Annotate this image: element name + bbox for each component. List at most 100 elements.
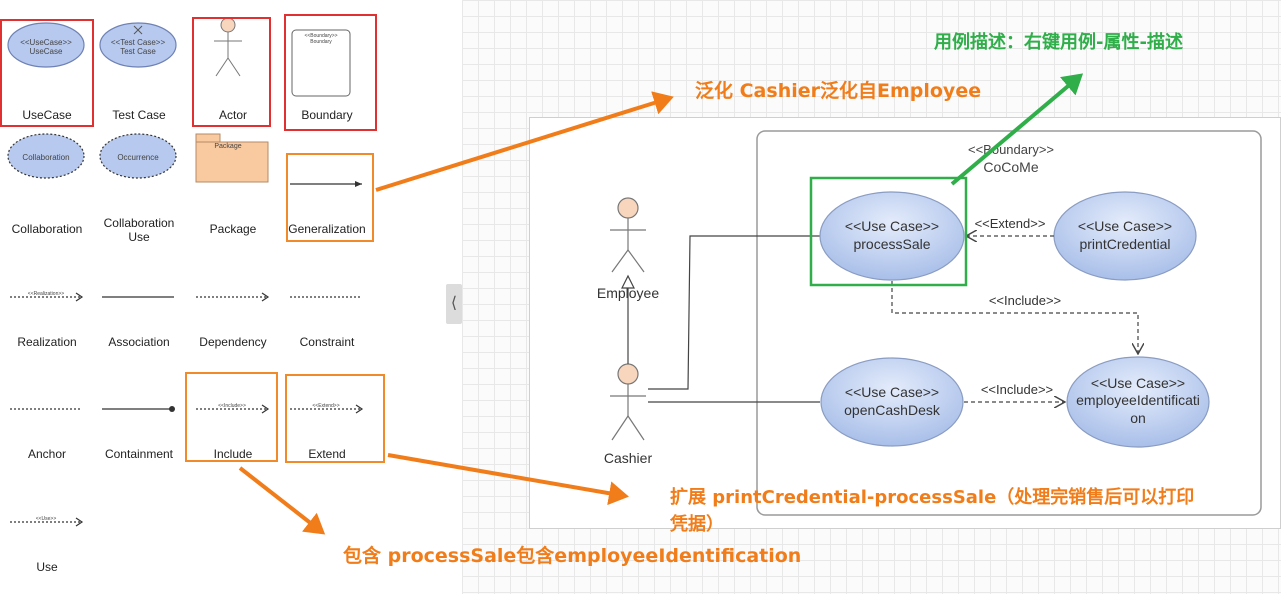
- svg-text:Boundary: Boundary: [310, 39, 332, 45]
- annotation-generalization: 泛化 Cashier泛化自Employee: [695, 80, 982, 102]
- usecase-printcredential-stereotype: <<Use Case>>: [1078, 218, 1172, 234]
- svg-text:Test Case: Test Case: [120, 47, 156, 56]
- usecase-employeeidentification-name-1: employeeIdentificati: [1076, 392, 1200, 408]
- arrow-description: [950, 73, 1084, 186]
- svg-text:Package: Package: [214, 143, 241, 150]
- palette-item-constraint[interactable]: Constraint: [280, 245, 374, 357]
- package-icon: Package: [195, 133, 269, 183]
- extend-relation-label: <<Extend>>: [975, 216, 1046, 231]
- svg-text:<<Boundary>>: <<Boundary>>: [304, 33, 337, 39]
- usecase-employeeidentification-stereotype: <<Use Case>>: [1091, 375, 1185, 391]
- palette-item-label: Association: [108, 335, 170, 349]
- annotation-description: 用例描述：右键用例-属性-描述: [934, 32, 1183, 53]
- arrow-extend: [387, 453, 629, 506]
- palette-item-realization[interactable]: <<Realization>> Realization: [0, 245, 94, 357]
- collaboration-icon: Collaboration: [7, 133, 85, 179]
- svg-text:Collaboration: Collaboration: [22, 153, 69, 162]
- collapse-panel-button[interactable]: ⟨: [446, 284, 462, 324]
- usecase-employeeidentification-name-2: on: [1130, 410, 1146, 426]
- palette-item-label: Use: [36, 560, 58, 574]
- palette-item-dependency[interactable]: Dependency: [186, 245, 280, 357]
- annotation-include: 包含 processSale包含employeeIdentification: [343, 545, 802, 567]
- palette-item-label: Collaboration Use: [103, 216, 175, 244]
- usecase-printcredential-name: printCredential: [1079, 236, 1170, 252]
- generalization-icon: [290, 181, 362, 187]
- palette-item-actor[interactable]: Actor: [186, 18, 280, 130]
- usecase-employeeidentification[interactable]: <<Use Case>> employeeIdentificati on: [1066, 356, 1210, 448]
- palette-item-anchor[interactable]: Anchor: [0, 357, 94, 469]
- constraint-icon: [290, 296, 362, 298]
- boundary-box[interactable]: [756, 130, 1262, 516]
- usecase-opencashdesk[interactable]: <<Use Case>> openCashDesk: [820, 357, 964, 447]
- boundary-stereotype: <<Boundary>>: [968, 142, 1054, 157]
- testcase-icon: <<Test Case>>Test Case: [99, 22, 177, 68]
- usecase-diagram-panel[interactable]: [529, 117, 1281, 529]
- highlight-boundary: [284, 14, 377, 131]
- include-relation-top-label: <<Include>>: [989, 293, 1061, 308]
- generalization-arrowhead: [621, 274, 635, 289]
- occurrence-icon: Occurrence: [99, 133, 177, 179]
- svg-text:<<Realization>>: <<Realization>>: [28, 291, 64, 297]
- svg-text:<<Test Case>>: <<Test Case>>: [111, 38, 166, 47]
- palette-item-association[interactable]: Association: [92, 245, 186, 357]
- annotation-extend-line1: 扩展 printCredential-processSale（处理完销售后可以打…: [670, 487, 1195, 508]
- palette-item-label: Anchor: [27, 447, 67, 461]
- palette-item-label: Include: [213, 447, 253, 461]
- svg-text:<<Extend>>: <<Extend>>: [312, 403, 339, 409]
- palette-item-label: UseCase: [22, 108, 72, 122]
- include-relation-bottom-label: <<Include>>: [981, 382, 1053, 397]
- palette-item-label: Generalization: [288, 222, 366, 236]
- usecase-processsale-name: processSale: [853, 236, 930, 252]
- usecase-opencashdesk-stereotype: <<Use Case>>: [845, 384, 939, 400]
- highlight-processsale: [809, 176, 968, 287]
- arrow-generalization: [375, 91, 674, 192]
- highlight-include: [185, 372, 278, 462]
- use-icon: <<Use>>: [10, 516, 84, 527]
- palette-item-label: Test Case: [112, 108, 166, 122]
- palette-item-label: Package: [209, 222, 257, 236]
- palette-item-label: Realization: [17, 335, 77, 349]
- association-icon: [102, 296, 174, 298]
- usecase-processsale[interactable]: <<Use Case>> processSale: [819, 191, 965, 281]
- include-relation-top[interactable]: [891, 281, 1138, 354]
- highlight-generalization: [286, 153, 374, 242]
- palette-item-label: Containment: [104, 447, 174, 461]
- svg-text:<<UseCase>>: <<UseCase>>: [20, 38, 72, 47]
- palette-item-include[interactable]: <<Include>> Include: [186, 357, 280, 469]
- palette-item-label: Collaboration: [11, 222, 83, 236]
- actor-cashier[interactable]: Cashier: [604, 363, 653, 466]
- palette-item-label: Extend: [308, 447, 346, 461]
- svg-text:Occurrence: Occurrence: [117, 153, 159, 162]
- annotation-extend-line2: 凭据）: [670, 514, 724, 535]
- boundary-name: CoCoMe: [983, 159, 1038, 175]
- palette-item-label: Boundary: [301, 108, 353, 122]
- association-cashier-processsale[interactable]: [648, 235, 820, 390]
- highlight-extend: [285, 374, 385, 463]
- include-icon: <<Include>>: [196, 403, 270, 414]
- palette-item-label: Constraint: [299, 335, 355, 349]
- usecase-printcredential[interactable]: <<Use Case>> printCredential: [1053, 191, 1197, 281]
- highlight-actor: [192, 17, 271, 127]
- arrow-include: [238, 466, 326, 535]
- palette-item-generalization[interactable]: Generalization: [280, 132, 374, 244]
- chevron-left-icon: ⟨: [450, 295, 458, 312]
- palette-item-containment[interactable]: Containment: [92, 357, 186, 469]
- highlight-usecase: [0, 19, 94, 127]
- svg-text:<<Include>>: <<Include>>: [218, 403, 246, 409]
- containment-icon: [102, 406, 175, 412]
- actor-icon: [214, 18, 242, 77]
- svg-text:UseCase: UseCase: [30, 47, 63, 56]
- palette-item-extend[interactable]: <<Extend>> Extend: [280, 357, 374, 469]
- svg-text:<<Use>>: <<Use>>: [36, 516, 57, 522]
- usecase-icon: <<UseCase>>UseCase: [7, 22, 85, 68]
- palette-item-use[interactable]: <<Use>> Use: [0, 470, 94, 582]
- boundary-icon: <<Boundary>>Boundary: [291, 29, 351, 97]
- extend-icon: <<Extend>>: [290, 403, 364, 414]
